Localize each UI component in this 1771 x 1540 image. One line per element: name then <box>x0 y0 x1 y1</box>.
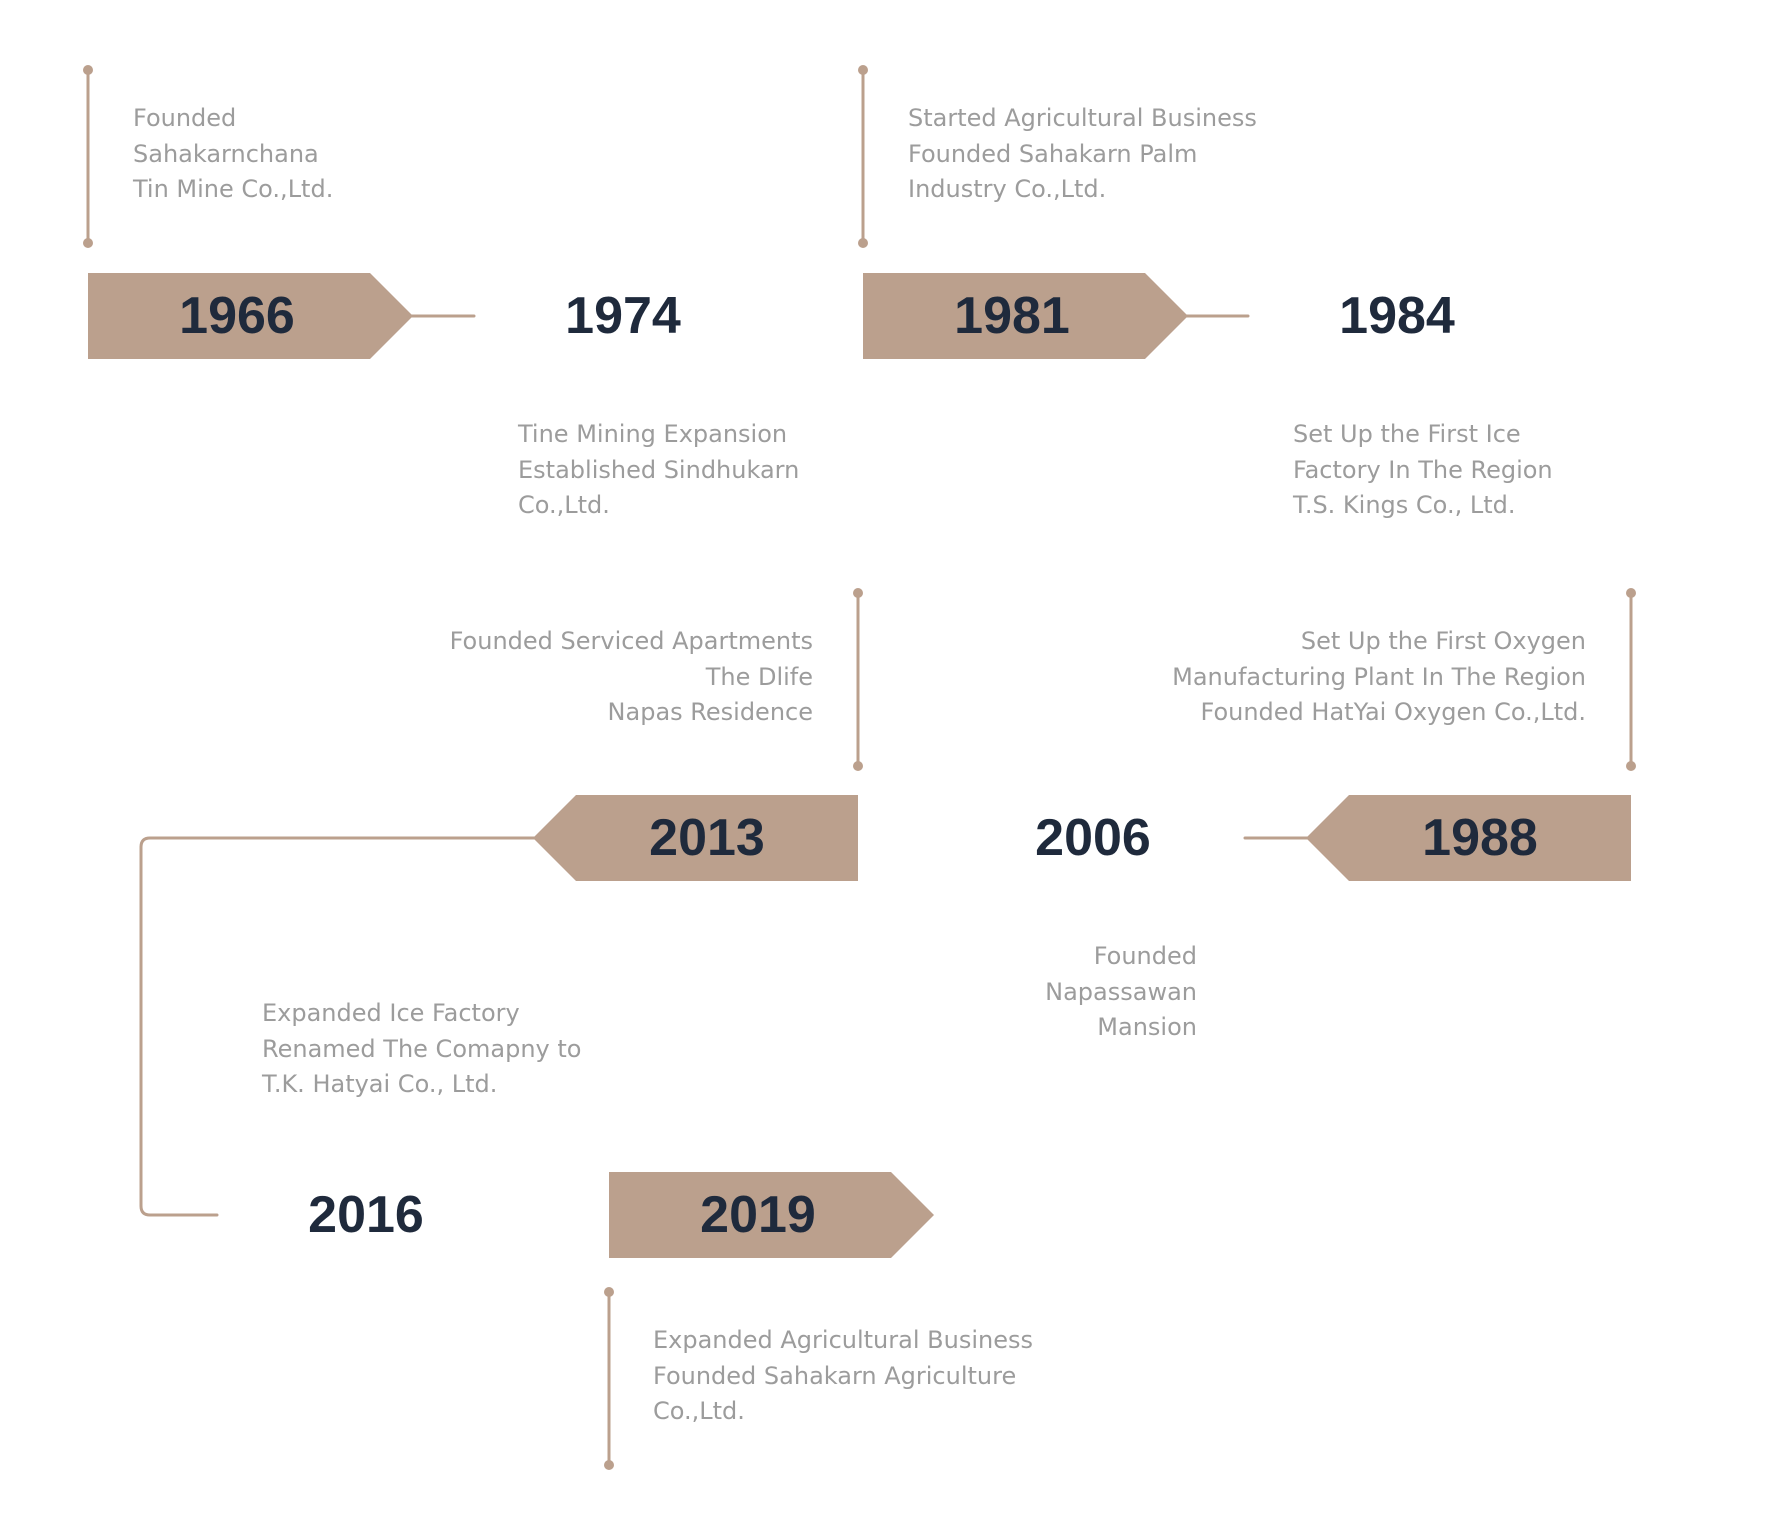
description-line: Sahakarnchana <box>133 139 319 168</box>
description-line: T.S. Kings Co., Ltd. <box>1293 491 1516 519</box>
bracket-dot <box>604 1460 614 1470</box>
description-line: Co.,Ltd. <box>518 491 610 519</box>
bracket-dot <box>1626 761 1636 771</box>
description-line: Co.,Ltd. <box>653 1397 745 1425</box>
description-line: Founded HatYai Oxygen Co.,Ltd. <box>1200 698 1587 726</box>
event-description-1988: Set Up the First Oxygen Manufacturing Pl… <box>1060 624 1586 731</box>
description-line: T.K. Hatyai Co., Ltd. <box>262 1070 498 1098</box>
description-line: Founded Serviced Apartments <box>449 627 813 655</box>
year-label-1966: 1966 <box>179 287 295 345</box>
description-line: Tin Mine Co.,Ltd. <box>133 175 334 203</box>
bracket-dot <box>858 65 868 75</box>
event-description-1984: Set Up the First Ice Factory In The Regi… <box>1293 417 1553 524</box>
description-line: Expanded Ice Factory <box>262 999 520 1027</box>
description-line: Founded Sahakarn Palm <box>908 139 1198 168</box>
year-label-1988: 1988 <box>1422 809 1538 867</box>
description-line: Expanded Agricultural Business <box>653 1326 1033 1354</box>
year-label-1974: 1974 <box>565 287 681 345</box>
description-line: Renamed The Comapny to <box>262 1034 582 1063</box>
event-description-1981: Started Agricultural Business Founded Sa… <box>908 101 1257 208</box>
bracket-dot <box>1626 588 1636 598</box>
bracket-dot <box>858 238 868 248</box>
connector-2013-2016 <box>139 836 538 1217</box>
description-line: Manufacturing Plant In The Region <box>1172 662 1586 691</box>
description-line: Set Up the First Oxygen <box>1300 627 1586 655</box>
year-label-2019: 2019 <box>700 1186 816 1244</box>
event-description-2016: Expanded Ice Factory Renamed The Comapny… <box>262 996 581 1103</box>
bracket-dot <box>853 761 863 771</box>
bracket-dot <box>83 65 93 75</box>
event-description-2019: Expanded Agricultural Business Founded S… <box>653 1323 1033 1430</box>
year-tag-2013 <box>533 795 858 881</box>
description-line: Set Up the First Ice <box>1293 420 1521 448</box>
description-line: Napassawan <box>1045 977 1197 1006</box>
bracket-dot <box>604 1287 614 1297</box>
year-label-1984: 1984 <box>1339 287 1455 345</box>
year-tag-1988 <box>1306 795 1631 881</box>
description-line: Started Agricultural Business <box>908 104 1257 132</box>
year-tag-1981 <box>863 273 1188 359</box>
year-tag-1966 <box>88 273 413 359</box>
description-line: Founded <box>133 104 237 132</box>
bracket-dot <box>83 238 93 248</box>
description-line: Factory In The Region <box>1293 455 1553 484</box>
description-line: Founded Sahakarn Agriculture <box>653 1361 1017 1390</box>
year-label-2016: 2016 <box>308 1186 424 1244</box>
event-description-2006: Founded Napassawan Mansion <box>897 939 1197 1046</box>
description-line: Industry Co.,Ltd. <box>908 175 1107 203</box>
description-line: Mansion <box>1097 1013 1197 1041</box>
event-description-1966: Founded Sahakarnchana Tin Mine Co.,Ltd. <box>133 101 333 208</box>
year-label-2013: 2013 <box>649 809 765 867</box>
description-line: Napas Residence <box>607 698 813 726</box>
year-label-1981: 1981 <box>954 287 1070 345</box>
year-label-2006: 2006 <box>1035 809 1151 867</box>
event-description-2013: Founded Serviced Apartments The Dlife Na… <box>393 624 813 731</box>
year-tag-2019 <box>609 1172 934 1258</box>
description-line: The Dlife <box>705 662 813 691</box>
bracket-dot <box>853 588 863 598</box>
event-description-1974: Tine Mining Expansion Established Sindhu… <box>518 417 799 524</box>
description-line: Tine Mining Expansion <box>518 420 788 448</box>
description-line: Founded <box>1093 942 1197 970</box>
description-line: Established Sindhukarn <box>518 455 800 484</box>
